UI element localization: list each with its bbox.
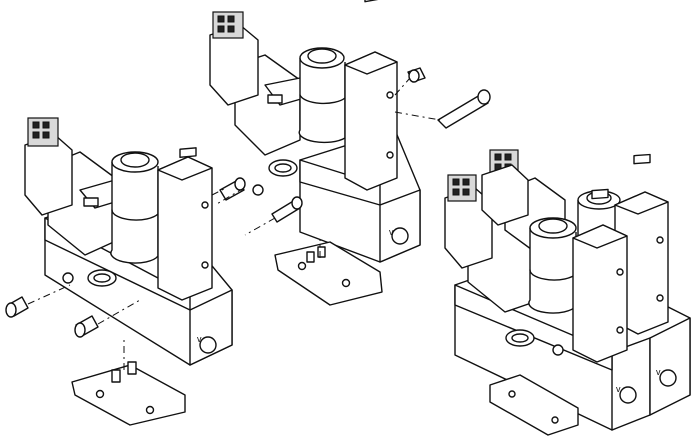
center-solenoid-body	[209, 11, 316, 156]
center-exploded-pins	[219, 67, 491, 223]
right-cylinder-fittings	[528, 190, 621, 314]
center-axis-line-4	[244, 217, 276, 236]
left-mounting-bracket	[71, 361, 186, 426]
right-port-mark-2: v	[656, 367, 661, 377]
center-exploded-valve-assembly: v	[209, 0, 491, 306]
left-axis-line-4	[211, 187, 227, 196]
left-exploded-valve-assembly: v	[5, 117, 233, 426]
right-mounting-bracket	[489, 374, 579, 436]
left-axis-line-1	[27, 284, 71, 305]
left-port-mark: v	[197, 334, 202, 344]
left-axis-line-2	[97, 299, 141, 325]
center-axis-line-2	[394, 77, 411, 96]
center-axis-line-1	[394, 111, 441, 121]
right-sensor-blocks	[572, 153, 669, 363]
center-port-mark: v	[389, 227, 394, 237]
center-sensor-block	[344, 0, 398, 191]
left-sensor-block	[157, 147, 213, 301]
center-mounting-bracket	[274, 241, 383, 306]
left-solenoid-body	[24, 117, 129, 256]
left-exploded-pins	[5, 296, 99, 338]
center-cylinder-fitting	[298, 47, 346, 144]
left-cylinder-fitting	[110, 151, 159, 264]
center-axis-line-3	[214, 187, 245, 206]
right-assembled-manifold: v v	[444, 149, 691, 436]
right-port-mark-1: v	[616, 384, 621, 394]
